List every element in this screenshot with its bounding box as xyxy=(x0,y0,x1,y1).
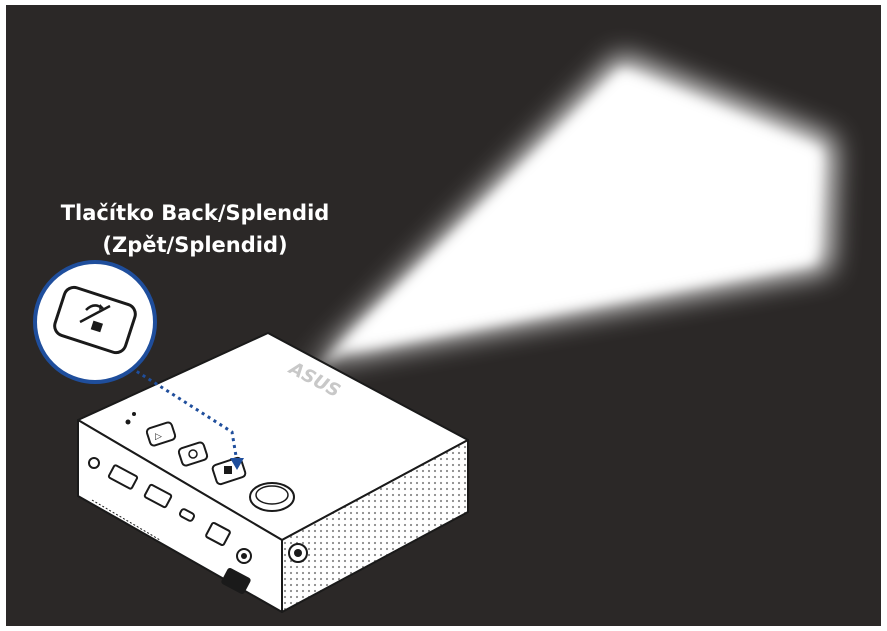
front-ports xyxy=(88,457,252,564)
callout-label-line2: (Zpět/Splendid) xyxy=(102,233,288,257)
dlp-badge xyxy=(221,568,251,594)
back-splendid-icon xyxy=(79,304,111,333)
navigation-dial xyxy=(249,482,295,512)
callout-label-line1: Tlačítko Back/Splendid xyxy=(60,201,330,225)
light-beam xyxy=(300,55,835,380)
svg-text:▷: ▷ xyxy=(155,432,162,442)
projector-device: ▷ ASUS xyxy=(77,332,469,613)
leader-arrowhead xyxy=(230,458,244,470)
leader-line xyxy=(124,362,239,463)
zoom-callout-circle xyxy=(33,260,157,384)
top-button-1: ▷ xyxy=(145,421,177,447)
top-button-2 xyxy=(177,441,209,467)
led-indicators xyxy=(125,412,136,425)
